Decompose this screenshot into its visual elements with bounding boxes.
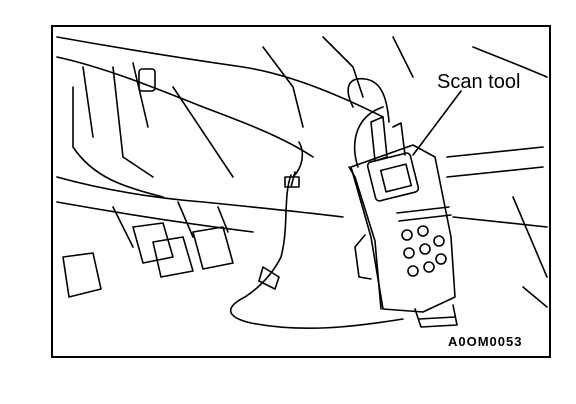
- figure-code: A0OM0053: [448, 334, 523, 349]
- cable: [229, 106, 404, 330]
- callout-label: Scan tool: [437, 71, 521, 93]
- illustration: [56, 36, 548, 330]
- pedals: [62, 201, 234, 298]
- scan-tool: [347, 78, 458, 328]
- dashboard-outline: [56, 36, 548, 308]
- callout-leader: [412, 90, 462, 156]
- figure-frame: Scan tool A0OM0053: [51, 25, 551, 358]
